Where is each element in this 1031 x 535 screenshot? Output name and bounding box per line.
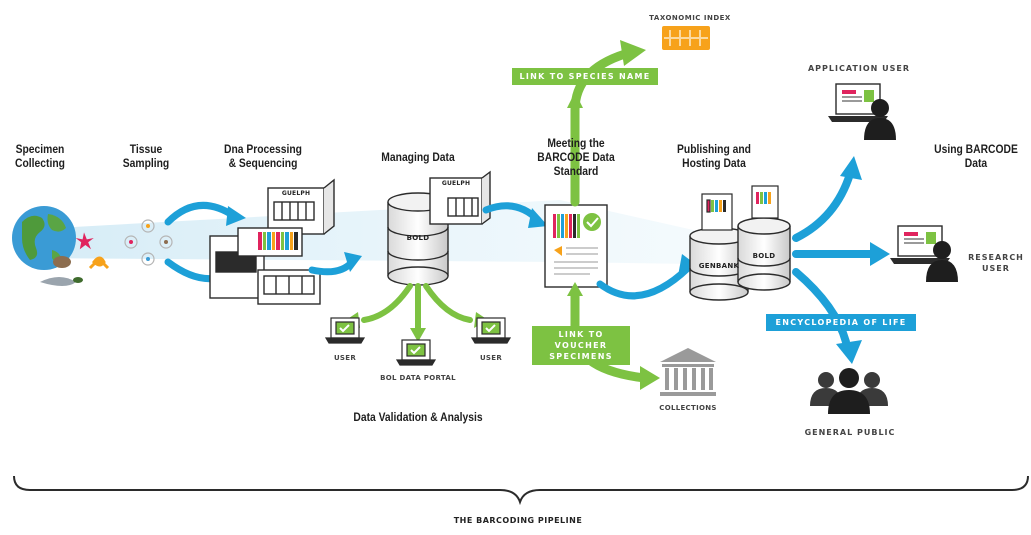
sequence-barcode-strip-icon: [258, 232, 298, 250]
user-right-label: USER: [479, 354, 503, 362]
user-left-label: USER: [333, 354, 357, 362]
distribution-arrows: [792, 170, 876, 346]
general-public-icon: [810, 368, 888, 414]
arrowhead: [870, 242, 890, 266]
barcode-standard-document-icon: [544, 204, 608, 288]
taxonomic-index-icon: [662, 26, 710, 50]
research-user-label: RESEARCH USER: [968, 253, 1024, 273]
arrowhead: [836, 340, 862, 364]
pipeline-title: THE BARCODING PIPELINE: [453, 516, 583, 525]
arrowhead: [344, 252, 362, 272]
stage-publishing: Publishing and Hosting Data: [677, 142, 751, 170]
arrowhead: [840, 156, 862, 180]
arrowhead: [620, 40, 646, 66]
sequencer-machines-icon: [209, 178, 335, 305]
application-user-icon: [828, 83, 896, 140]
published-records-icon: [701, 185, 779, 231]
taxonomic-index-label: TAXONOMIC INDEX: [649, 14, 731, 22]
arrowhead: [528, 208, 548, 228]
arrowhead: [226, 206, 246, 226]
guelph-label-2: GUELPH: [441, 180, 471, 187]
guelph-label-1: GUELPH: [281, 190, 311, 197]
bol-portal-label: BOL DATA PORTAL: [380, 374, 456, 382]
user-laptop-right-icon: [470, 317, 512, 344]
tissue-sample-dishes-icon: [124, 219, 173, 266]
general-public-label: GENERAL PUBLIC: [804, 428, 896, 437]
arrowhead: [567, 92, 583, 108]
bold-db-label: BOLD: [406, 234, 430, 242]
collections-label: COLLECTIONS: [659, 404, 717, 412]
stage-meeting-standard: Meeting the BARCODE Data Standard: [537, 136, 615, 178]
stage-dna-processing: Dna Processing & Sequencing: [223, 142, 302, 170]
link-voucher-tag: LINK TO VOUCHER SPECIMENS: [532, 326, 630, 365]
validation-arrows: [361, 283, 473, 333]
globe-icon: [12, 206, 76, 270]
flow-arrow-to-bold: [308, 258, 356, 276]
stage-using-barcode: Using BARCODE Data: [934, 142, 1018, 170]
link-species-tag: LINK TO SPECIES NAME: [512, 68, 658, 85]
arrowhead: [410, 328, 426, 342]
user-laptop-left-icon: [324, 317, 366, 344]
pipeline-brace: [13, 475, 1029, 506]
arrowhead: [567, 282, 583, 296]
collections-museum-icon: [660, 348, 716, 396]
stage-specimen-collecting: Specimen Collecting: [15, 142, 65, 170]
bold-database-secondary-icon: [737, 217, 791, 291]
data-validation-label: Data Validation & Analysis: [353, 410, 483, 424]
stage-tissue-sampling: Tissue Sampling: [122, 142, 170, 170]
arrowhead: [678, 254, 698, 276]
application-user-label: APPLICATION USER: [807, 64, 911, 73]
specimen-creatures-icon: [40, 232, 110, 286]
bold-db2-label: BOLD: [752, 252, 776, 260]
flow-arrow-to-publishing: [596, 264, 692, 300]
stage-managing-data: Managing Data: [381, 150, 455, 164]
genbank-label: GENBANK: [698, 262, 740, 270]
bol-portal-laptop-icon: [395, 339, 437, 366]
encyclopedia-of-life-tag: ENCYCLOPEDIA OF LIFE: [766, 314, 916, 331]
arrowhead: [640, 366, 660, 390]
research-user-icon: [890, 225, 958, 282]
